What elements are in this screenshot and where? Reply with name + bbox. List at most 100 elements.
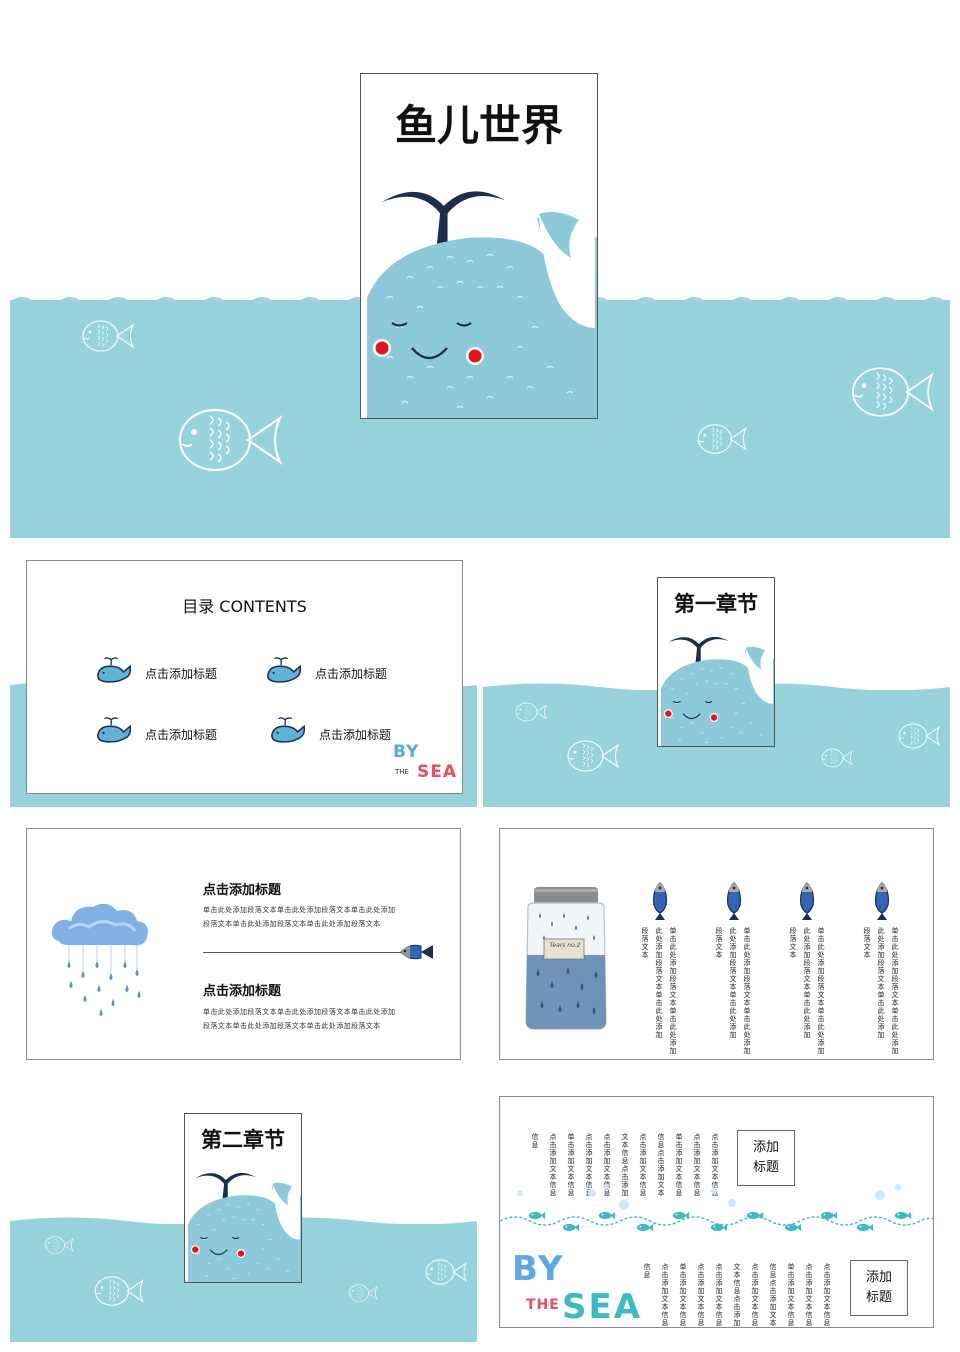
chapter2-title: 第二章节 [201,1128,285,1152]
fish-outline-icon [78,316,138,356]
fish-icon [797,881,817,921]
tiny-fish-icon [528,1211,546,1220]
top-col-1: 信息 [531,1133,539,1149]
fish-outline-icon [845,360,940,424]
small-whale-icon [95,656,133,686]
jar-col-3b: 此处添加段落文本单击此处添加 [803,927,811,1039]
tiny-fish-icon [672,1211,690,1220]
cloud-title-1[interactable]: 点击添加标题 [203,883,282,898]
jar-slide[interactable]: Tears no.2 段落文本 此处添加段落文本单击此处添加 单击此处添加段落文… [499,828,934,1060]
jar-col-1a: 段落文本 [641,927,649,959]
top-col-6: 文本信息点击添加 [621,1133,629,1197]
fish-icon [400,944,433,960]
cloud-para-2b: 段落文本单击此处添加段落文本单击此处添加段落文本 [203,1022,381,1030]
fish-outline-icon [90,1272,148,1310]
jar-col-4c: 单击此处添加段落文本单击此处添加 [891,927,899,1055]
jar-col-4b: 此处添加段落文本单击此处添加 [877,927,885,1039]
top-col-2: 点击添加文本信息 [549,1133,557,1197]
cloud-para-1b: 段落文本单击此处添加段落文本单击此处添加段落文本 [203,920,381,928]
tiny-fish-icon [746,1211,764,1220]
by-the-sea-logo: BY THE SEA [393,742,458,782]
fish-outline-icon [563,736,623,776]
add-title-box-top[interactable]: 添加 标题 [737,1130,795,1186]
chapter2-card: 第二章节 [184,1113,302,1283]
tiny-fish-icon [894,1211,912,1220]
whale-illustration [184,1166,301,1283]
small-whale-icon [95,716,133,746]
small-whale-icon [265,656,303,686]
contents-item-3[interactable]: 点击添加标题 [145,728,218,742]
cloud-para-1a: 单击此处添加段落文本单击此处添加段落文本单击此处添加 [203,906,396,914]
bottom-col-1: 信息 [643,1263,651,1279]
fish-icon [872,881,892,921]
bottom-col-7: 点击添加文本信息 [751,1263,759,1327]
top-col-10: 点击添加文本信息 [693,1133,701,1197]
cloud-title-2[interactable]: 点击添加标题 [203,984,282,999]
contents-item-1[interactable]: 点击添加标题 [145,667,218,681]
contents-slide[interactable]: 目录 CONTENTS 点击添加标题 点击添加标题 点击添加标题 点击添加标题 … [10,560,477,807]
bottom-col-3: 单击添加文本信息 [679,1263,687,1327]
cover-card: 鱼儿世界 [360,73,598,419]
whale-illustration [657,630,774,747]
fish-outline-icon [42,1234,76,1256]
fish-outline-icon [422,1256,470,1288]
contents-panel: 目录 CONTENTS 点击添加标题 点击添加标题 点击添加标题 点击添加标题 … [26,560,463,794]
tiny-fish-icon [820,1211,838,1220]
top-col-9: 单击添加文本信息 [675,1133,683,1197]
by-the-sea-logo: BY THE SEA [512,1249,643,1327]
fish-icon [724,881,744,921]
fish-outline-icon [693,420,751,458]
sea-band-illustration [500,1184,933,1226]
wave-edge [10,297,950,312]
by-the-sea-slide[interactable]: 信息 点击添加文本信息 单击添加文本信息 点击添加文本信息 点击添加文本信息 文… [499,1096,934,1328]
cover-title: 鱼儿世界 [394,101,563,150]
bottom-col-11: 点击添加文本信息 [823,1263,831,1327]
bottom-col-8: 信息点击添加文本 [769,1263,777,1327]
jar-illustration [525,887,607,1030]
whale-illustration [360,178,597,418]
fish-outline-icon [895,720,943,752]
tiny-fish-icon [784,1223,802,1232]
top-col-7: 点击添加文本信息 [639,1133,647,1197]
top-col-4: 点击添加文本信息 [585,1133,593,1197]
top-col-8: 信息点击添加文本 [657,1133,665,1197]
bottom-col-2: 点击添加文本信息 [661,1263,669,1327]
jar-col-4a: 段落文本 [863,927,871,959]
fish-outline-icon [513,700,549,724]
tiny-fish-icon [636,1223,654,1232]
fish-icon [650,881,670,921]
tiny-fish-icon [710,1223,728,1232]
jar-col-3c: 单击此处添加段落文本单击此处添加 [817,927,825,1055]
fish-outline-icon [346,1282,380,1304]
chapter2-slide[interactable]: 第二章节 [10,1096,477,1342]
jar-col-2b: 此处添加段落文本单击此处添加 [729,927,737,1039]
bottom-col-9: 单击添加文本信息 [787,1263,795,1327]
bottom-col-4: 点击添加文本信息 [697,1263,705,1327]
add-title-box-bottom[interactable]: 添加 标题 [850,1260,908,1316]
jar-col-3a: 段落文本 [789,927,797,959]
bottom-col-6: 文本信息点击添加 [733,1263,741,1327]
small-whale-icon [269,716,307,746]
top-col-3: 单击添加文本信息 [567,1133,575,1197]
cloud-para-2a: 单击此处添加段落文本单击此处添加段落文本单击此处添加 [203,1008,396,1016]
contents-title: 目录 CONTENTS [182,597,307,616]
cover-slide[interactable]: 鱼儿世界 [10,10,950,538]
tiny-fish-icon [598,1211,616,1220]
chapter1-slide[interactable]: 第一章节 [483,560,950,807]
tiny-fish-icon [562,1223,580,1232]
chapter1-card: 第一章节 [657,577,775,747]
jar-col-2a: 段落文本 [715,927,723,959]
jar-col-1b: 此处添加段落文本单击此处添加 [655,927,663,1039]
jar-label: Tears no.2 [549,942,581,949]
fish-outline-icon [819,746,855,770]
rain-cloud-illustration [51,903,148,1016]
top-col-5: 点击添加文本信息 [603,1133,611,1197]
cloud-slide[interactable]: 点击添加标题 单击此处添加段落文本单击此处添加段落文本单击此处添加 段落文本单击… [26,828,461,1060]
jar-col-1c: 单击此处添加段落文本单击此处添加 [669,927,677,1055]
contents-item-4[interactable]: 点击添加标题 [319,728,392,742]
tiny-fish-icon [856,1223,874,1232]
jar-col-2c: 单击此处添加段落文本单击此处添加 [743,927,751,1055]
contents-item-2[interactable]: 点击添加标题 [315,667,388,681]
chapter1-title: 第一章节 [674,592,758,616]
top-col-11: 点击添加文本信息 [711,1133,719,1197]
